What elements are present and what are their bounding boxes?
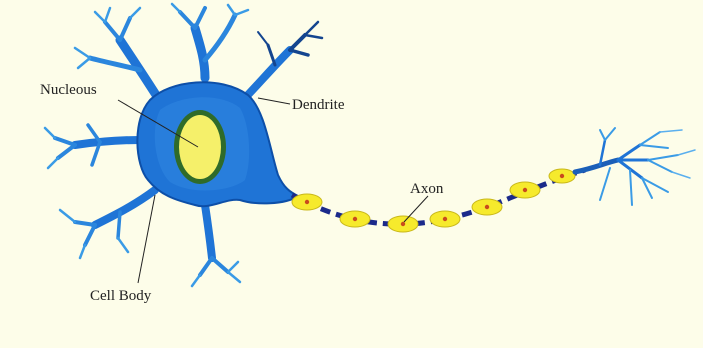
dendrite-label: Dendrite — [292, 97, 345, 113]
nucleus-fill — [179, 115, 221, 179]
cell-body-label: Cell Body — [90, 288, 152, 304]
axon-label: Axon — [410, 181, 444, 197]
nucleus — [174, 110, 226, 184]
nucleus-label: Nucleous — [40, 82, 97, 98]
